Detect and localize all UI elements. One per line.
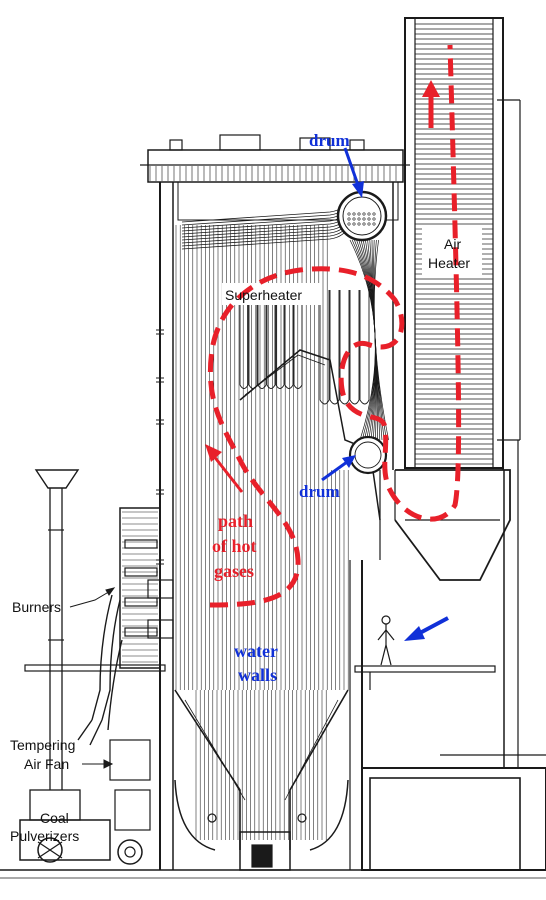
label-tempering-2: Air Fan <box>24 756 69 772</box>
furnace-bottom <box>174 689 349 871</box>
boiler-structure <box>0 17 546 879</box>
floor-platforms <box>0 664 546 879</box>
coal-pulverizers <box>19 739 151 865</box>
labels: drum drum Air Heater Superheater path of… <box>10 131 470 844</box>
label-air-heater-2: Heater <box>428 255 470 271</box>
label-tempering-1: Tempering <box>10 737 75 753</box>
label-coal-2: Pulverizers <box>10 828 79 844</box>
label-hot-gases-2: of hot <box>212 536 257 556</box>
hot-gas-arrow-lower <box>211 454 244 493</box>
boiler-bank-tubes <box>349 239 389 441</box>
leader-lines <box>69 587 116 769</box>
ash-hopper <box>394 469 511 581</box>
water-wall-tubes <box>175 225 349 840</box>
drum-bottom-arrowhead <box>342 455 356 468</box>
label-air-heater-1: Air <box>444 236 461 252</box>
drum-bottom-arrow <box>321 460 348 482</box>
burner-windbox <box>119 507 174 669</box>
air-heater-tower <box>404 17 521 470</box>
blue-pointers <box>321 147 449 641</box>
label-hot-gases-3: gases <box>214 561 254 581</box>
drum-top-arrowhead <box>352 181 364 198</box>
label-drum-bottom: drum <box>299 482 340 501</box>
person-arrowhead <box>404 626 425 641</box>
burner-pipes <box>77 594 123 746</box>
label-water-walls-1: water <box>234 641 278 661</box>
vent-stack <box>34 469 80 790</box>
building-structure <box>361 440 546 871</box>
label-coal-1: Coal <box>40 810 69 826</box>
label-hot-gases-1: path <box>218 511 253 531</box>
label-burners: Burners <box>12 599 61 615</box>
hot-gas-path-line <box>207 44 462 608</box>
upper-drum <box>336 190 388 242</box>
lower-drum <box>348 435 388 475</box>
hot-gas-arrowhead-upper <box>422 80 440 97</box>
person-arrow <box>417 616 449 636</box>
hot-gas-path <box>207 44 462 608</box>
drum-top-arrow <box>343 147 360 186</box>
hot-gas-arrows <box>205 80 440 493</box>
person-figure <box>377 615 395 666</box>
superheater-coils <box>239 290 370 405</box>
label-water-walls-2: walls <box>238 665 277 685</box>
label-superheater: Superheater <box>225 287 302 303</box>
hot-gas-arrowhead-lower <box>205 444 222 462</box>
label-drum-top: drum <box>309 131 350 150</box>
